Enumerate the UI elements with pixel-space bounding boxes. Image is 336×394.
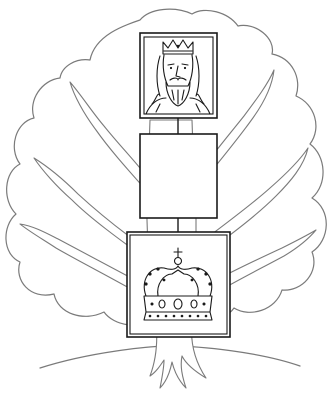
tree-canopy bbox=[5, 8, 327, 326]
node-bottom-crown bbox=[126, 231, 231, 338]
node-top-king bbox=[139, 32, 218, 119]
crown-icon bbox=[143, 247, 213, 321]
king-portrait-icon bbox=[145, 39, 211, 115]
node-middle-empty bbox=[139, 133, 218, 219]
